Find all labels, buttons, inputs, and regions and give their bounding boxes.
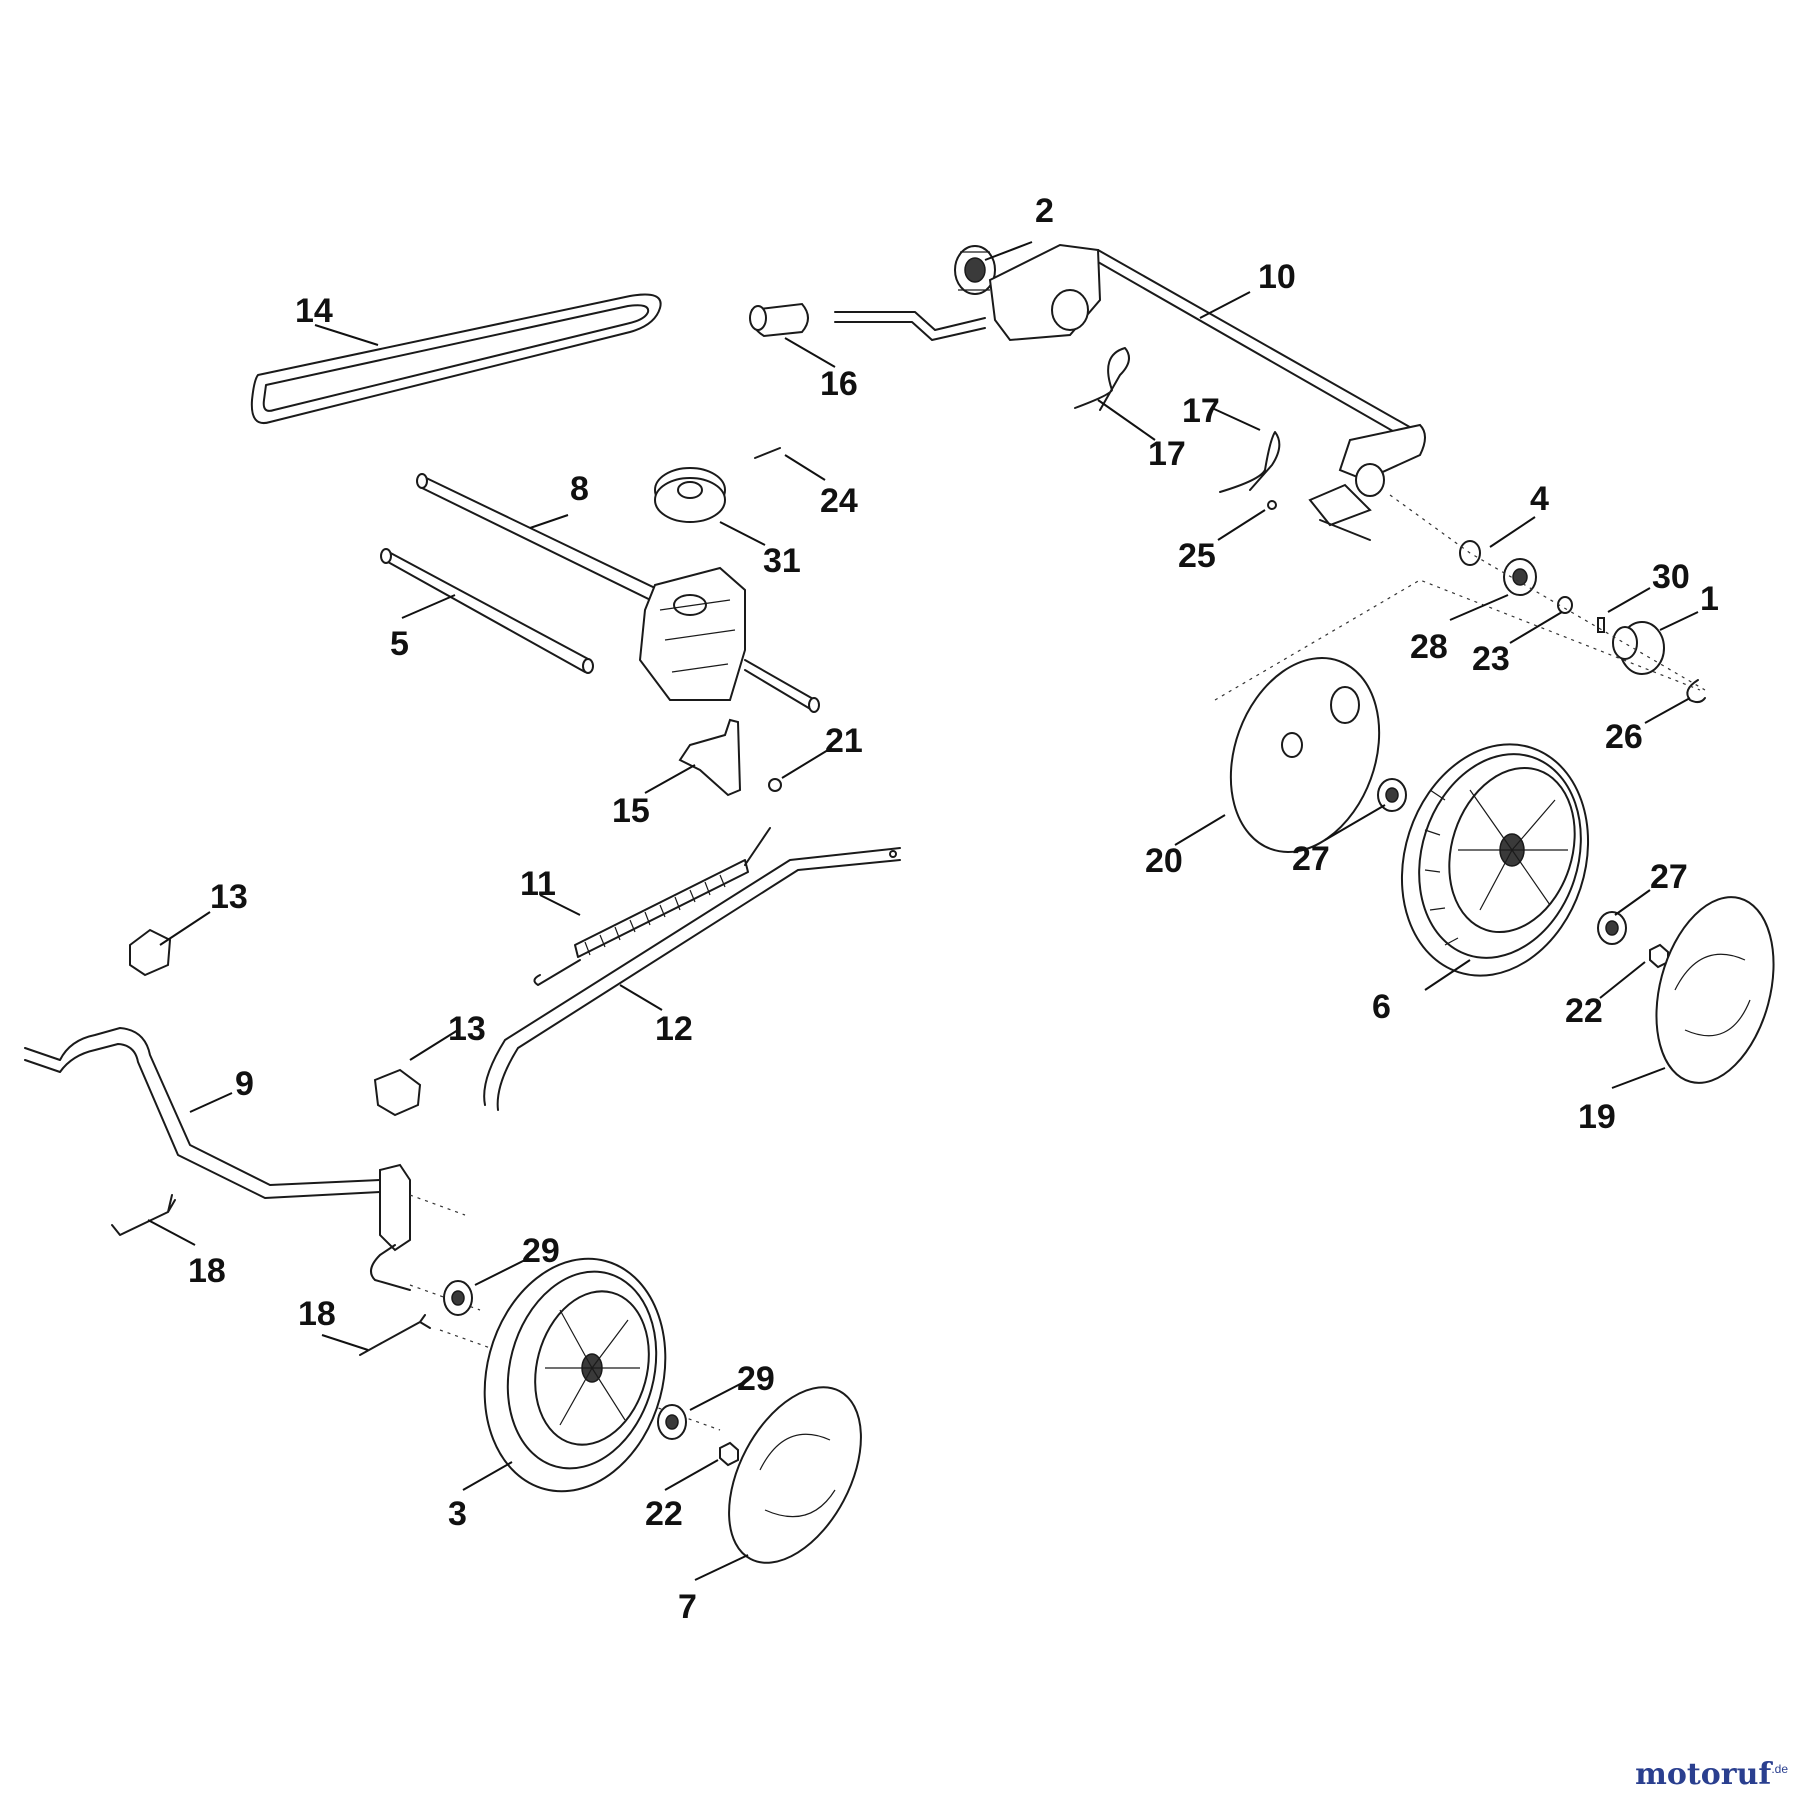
callout-18-b: 18 bbox=[298, 1295, 336, 1333]
part-25-pin bbox=[1267, 500, 1277, 510]
part-8-drive-shaft bbox=[416, 473, 681, 613]
part-12-adjuster-rod bbox=[483, 847, 901, 1111]
part-17-spring-b bbox=[1219, 431, 1281, 493]
part-22-nut-front bbox=[719, 1441, 739, 1467]
callout-3: 3 bbox=[448, 1495, 467, 1533]
callout-16: 16 bbox=[820, 365, 858, 403]
part-6-rear-wheel bbox=[1400, 743, 1590, 977]
watermark-logo: motoruf.de bbox=[1635, 1757, 1788, 1792]
part-30-key bbox=[1597, 617, 1605, 633]
callout-17-b: 17 bbox=[1182, 392, 1220, 430]
leader-lines bbox=[147, 241, 1699, 1581]
callout-labels: 2 10 14 16 17 17 8 24 31 25 4 5 28 23 30… bbox=[188, 192, 1719, 1626]
callout-5: 5 bbox=[390, 625, 409, 663]
callout-20: 20 bbox=[1145, 842, 1183, 880]
part-13-clip-a bbox=[129, 928, 172, 977]
callout-24: 24 bbox=[820, 482, 858, 520]
callout-29-b: 29 bbox=[737, 1360, 775, 1398]
callout-25: 25 bbox=[1178, 537, 1216, 575]
callout-2: 2 bbox=[1035, 192, 1054, 230]
callout-27-b: 27 bbox=[1650, 858, 1688, 896]
callout-22-b: 22 bbox=[645, 1495, 683, 1533]
part-27-bearing-a bbox=[1377, 778, 1407, 812]
part-27-bearing-b bbox=[1597, 911, 1627, 945]
callout-30: 30 bbox=[1652, 558, 1690, 596]
part-28-bearing bbox=[1503, 558, 1537, 596]
callout-23: 23 bbox=[1472, 640, 1510, 678]
callout-28: 28 bbox=[1410, 628, 1448, 666]
part-2-pinion bbox=[954, 245, 996, 295]
part-gearbox bbox=[638, 566, 820, 713]
callout-4: 4 bbox=[1530, 480, 1549, 518]
part-3-front-wheel bbox=[483, 1257, 667, 1493]
callout-8: 8 bbox=[570, 470, 589, 508]
watermark-tld: .de bbox=[1771, 1762, 1788, 1776]
callout-7: 7 bbox=[678, 1588, 697, 1626]
callout-29-a: 29 bbox=[522, 1232, 560, 1270]
callout-13-a: 13 bbox=[210, 878, 248, 916]
callout-22-a: 22 bbox=[1565, 992, 1603, 1030]
part-14-drive-belt bbox=[250, 293, 662, 424]
part-18-spring-b bbox=[359, 1314, 431, 1356]
part-23-circlip bbox=[1557, 596, 1573, 614]
part-19-hub-cap-rear bbox=[1655, 896, 1775, 1084]
callout-27-a: 27 bbox=[1292, 840, 1330, 878]
callout-31: 31 bbox=[763, 542, 801, 580]
part-17-spring-a bbox=[1074, 347, 1130, 411]
part-7-hub-cap-front bbox=[728, 1386, 862, 1564]
callout-15: 15 bbox=[612, 792, 650, 830]
part-24-pin bbox=[754, 447, 781, 459]
callout-6: 6 bbox=[1372, 988, 1391, 1026]
callout-12: 12 bbox=[655, 1010, 693, 1048]
callout-11: 11 bbox=[520, 865, 556, 903]
part-20-cover-plate bbox=[1229, 657, 1381, 853]
part-21-screw bbox=[768, 778, 782, 792]
callout-21: 21 bbox=[825, 722, 863, 760]
part-9-front-axle-lever bbox=[24, 1027, 411, 1291]
part-11-spring bbox=[533, 827, 771, 986]
part-10-rear-axle bbox=[834, 243, 1426, 541]
watermark-brand: motoruf bbox=[1635, 1757, 1772, 1792]
callout-9: 9 bbox=[235, 1065, 254, 1103]
callout-18-a: 18 bbox=[188, 1252, 226, 1290]
callout-1: 1 bbox=[1700, 580, 1719, 618]
part-1-pinion bbox=[1612, 621, 1665, 675]
callout-19: 19 bbox=[1578, 1098, 1616, 1136]
part-18-spring-a bbox=[111, 1194, 176, 1236]
part-29-bearing-b bbox=[657, 1404, 687, 1440]
callout-13-b: 13 bbox=[448, 1010, 486, 1048]
callout-10: 10 bbox=[1258, 258, 1296, 296]
callout-26: 26 bbox=[1605, 718, 1643, 756]
part-16-grip bbox=[749, 302, 809, 338]
callout-14: 14 bbox=[295, 292, 333, 330]
part-29-bearing-a bbox=[443, 1280, 473, 1316]
part-31-pulley bbox=[654, 467, 726, 523]
part-13-clip-b bbox=[373, 1068, 422, 1117]
part-15-bracket bbox=[678, 718, 742, 797]
part-5-shaft bbox=[380, 548, 594, 674]
callout-17-a: 17 bbox=[1148, 435, 1186, 473]
